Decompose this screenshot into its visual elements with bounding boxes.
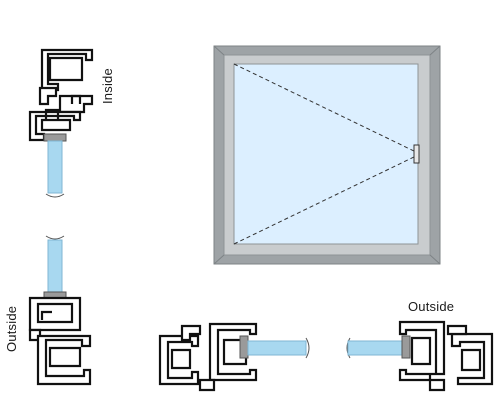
glass-section-right: [347, 340, 403, 356]
label-outside-horizontal: Outside: [408, 299, 455, 314]
label-outside-vertical: Outside: [4, 305, 19, 352]
window-glass: [233, 63, 419, 245]
window-handle: [413, 144, 420, 164]
horizontal-section-right: [346, 320, 494, 392]
hinge-line-top: [233, 63, 417, 153]
horizontal-section-left: [158, 322, 310, 392]
hinge-line-bottom: [233, 155, 417, 245]
window-elevation: [213, 45, 441, 265]
glass-section-bottom: [47, 239, 63, 293]
vertical-section-top: [28, 48, 94, 198]
label-inside: Inside: [100, 68, 115, 104]
glass-section-left: [247, 340, 307, 356]
glass-section-top: [47, 140, 63, 194]
vertical-section-bottom: [28, 235, 92, 386]
